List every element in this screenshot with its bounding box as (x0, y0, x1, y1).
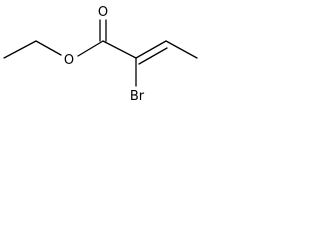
bond-alkene-double-a (135, 40, 167, 59)
bromine-label: Br (130, 89, 145, 104)
bond-carbonyl-alpha-carbon (102, 40, 137, 59)
bond-beta-carbon-methyl (165, 40, 198, 59)
bond-ester-oxygen-carbonyl-carbon (77, 40, 104, 57)
bond-alkene-double-b (138, 47, 168, 65)
ester-oxygen-label: O (64, 53, 74, 68)
bond-methylene-ester-oxygen (35, 40, 62, 56)
molecule-structure: O O Br (0, 0, 214, 116)
bond-methyl-methylene (3, 40, 37, 59)
carbonyl-oxygen-label: O (98, 5, 108, 20)
background (0, 0, 214, 116)
